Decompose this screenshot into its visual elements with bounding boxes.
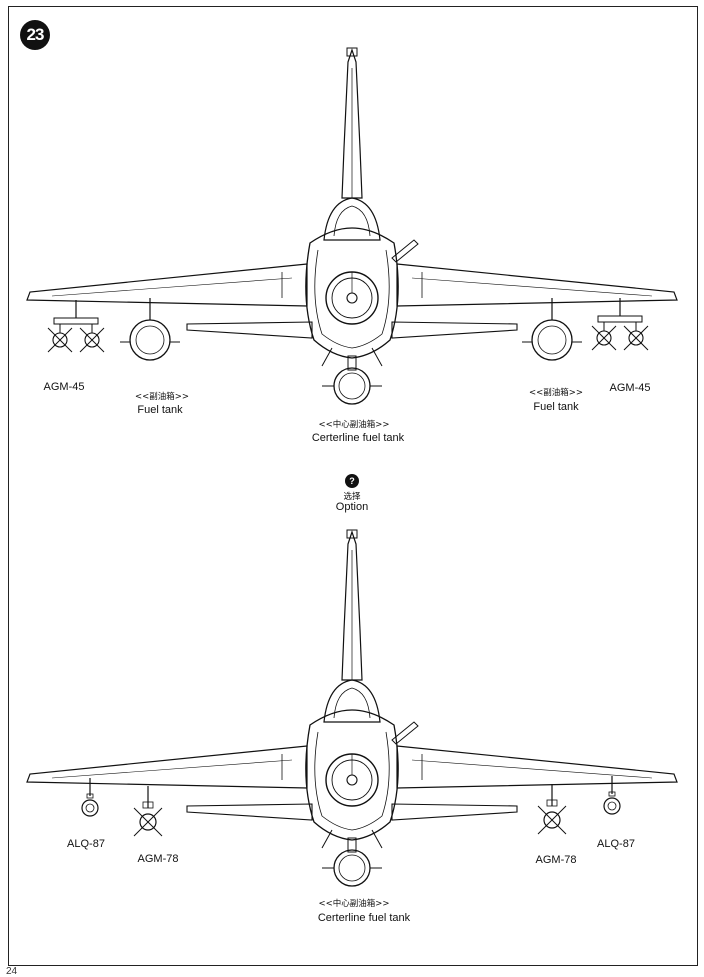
bottom-left-pod-label: ALQ-87	[67, 838, 105, 850]
top-left-tank-cn-label: <<副油箱>>	[135, 392, 189, 402]
option-icon: ?	[345, 474, 359, 488]
top-right-tank-cn-label: <<副油箱>>	[529, 388, 583, 398]
bottom-center-tank-label: Certerline fuel tank	[317, 912, 411, 924]
bottom-center-tank-cn-label: <<中心副油箱>>	[318, 899, 390, 909]
bottom-aircraft	[26, 529, 678, 887]
top-right-tank-label: Fuel tank	[533, 401, 579, 413]
top-left-fuel-tank	[119, 297, 181, 361]
option-label: Option	[335, 501, 369, 513]
top-left-agm45	[47, 299, 105, 353]
page-footer-text: 24	[6, 966, 18, 977]
top-left-missile-label: AGM-45	[43, 381, 85, 393]
step-number-badge: 23	[20, 20, 50, 50]
top-right-fuel-tank	[521, 297, 583, 361]
bottom-right-pod-label: ALQ-87	[597, 838, 635, 850]
top-center-tank-cn-label: <<中心副油箱>>	[318, 420, 390, 430]
bottom-right-agm78	[537, 783, 567, 835]
top-aircraft	[26, 47, 678, 405]
option-cn-label: 选择	[343, 492, 361, 502]
top-left-tank-label: Fuel tank	[137, 404, 183, 416]
top-right-missile-label: AGM-45	[609, 382, 651, 394]
page-frame	[8, 6, 698, 966]
bottom-right-alq87-pod	[603, 775, 621, 815]
top-right-agm45	[591, 297, 649, 351]
bottom-left-agm78	[133, 785, 163, 837]
bottom-right-missile-label: AGM-78	[535, 854, 577, 866]
bottom-left-missile-label: AGM-78	[137, 853, 179, 865]
top-center-tank-label: Certerline fuel tank	[311, 432, 405, 444]
